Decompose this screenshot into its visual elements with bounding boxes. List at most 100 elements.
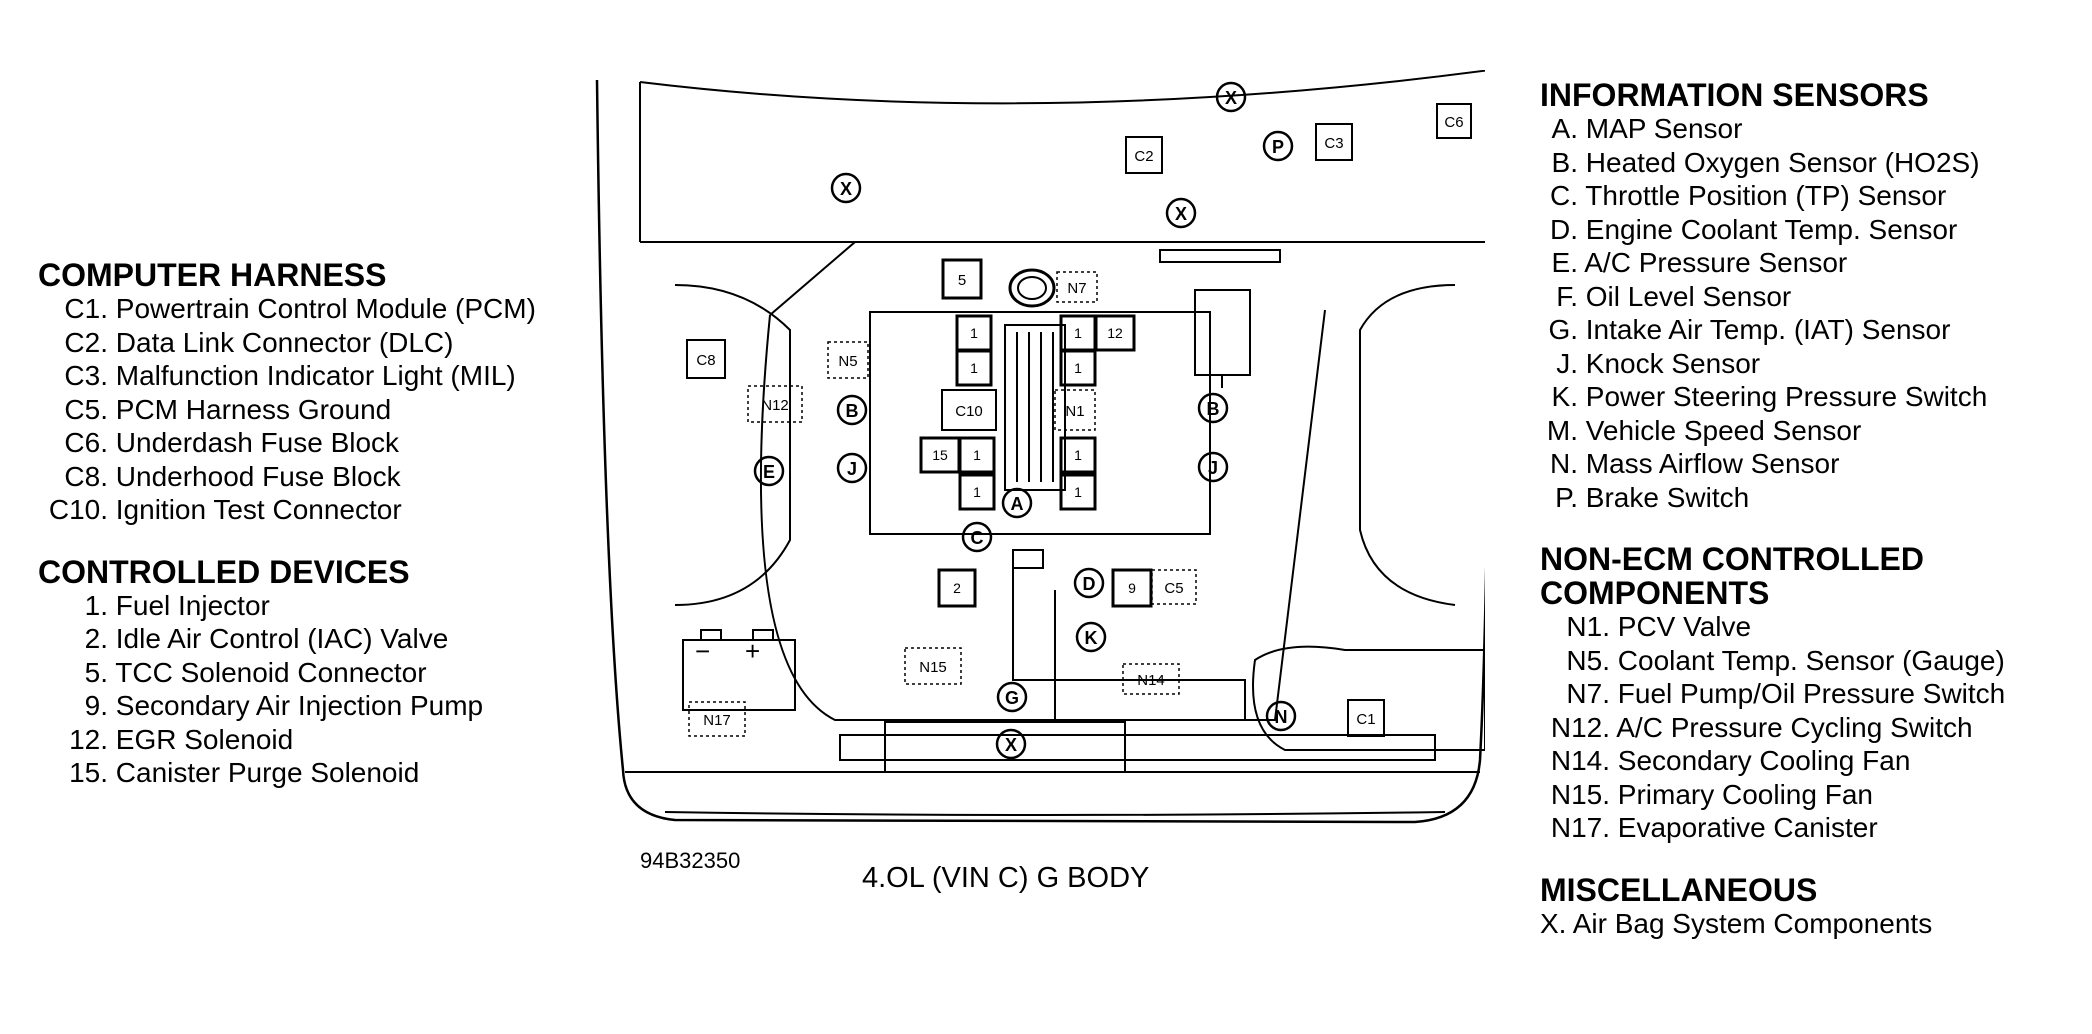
box-n15: N15 [904, 647, 962, 685]
item-label: Oil Level Sensor [1585, 280, 1792, 312]
item-label: Secondary Air Injection Pump [115, 690, 484, 721]
svg-text:C: C [971, 528, 984, 548]
item-code: X. [1540, 907, 1567, 939]
svg-text:D: D [1083, 574, 1096, 594]
item-code: F. [1556, 280, 1578, 312]
air-bag-x-1: X [1215, 81, 1247, 113]
item-label: A/C Pressure Sensor [1584, 247, 1848, 278]
intake-manifold [1004, 324, 1066, 491]
maf-housing [1252, 645, 1485, 751]
information-sensors-list: A. MAP Sensor B. Heated Oxygen Sensor (H… [1540, 112, 2005, 514]
list-item: C2. Data Link Connector (DLC) [38, 326, 536, 360]
box-c6: C6 [1436, 103, 1472, 139]
tp-sensor-c: C [961, 521, 993, 553]
list-item: C10. Ignition Test Connector [38, 493, 536, 527]
item-label: Idle Air Control (IAC) Valve [115, 623, 449, 654]
svg-text:N17: N17 [703, 712, 731, 729]
svg-text:C2: C2 [1134, 148, 1153, 165]
item-label: EGR Solenoid [115, 723, 294, 755]
list-item: J. Knock Sensor [1540, 347, 2005, 381]
svg-text:1: 1 [973, 447, 981, 463]
right-legend: INFORMATION SENSORS A. MAP Sensor B. Hea… [1540, 78, 2005, 940]
item-code: N14. [1550, 745, 1610, 776]
item-code: A. [1551, 113, 1578, 144]
svg-text:N: N [1275, 707, 1288, 727]
item-code: N12. [1550, 711, 1610, 743]
list-item: 12. EGR Solenoid [38, 723, 536, 757]
item-code: C3. [64, 360, 108, 391]
item-label: Intake Air Temp. (IAT) Sensor [1585, 314, 1951, 345]
item-label: Powertrain Control Module (PCM) [115, 293, 536, 324]
list-item: P. Brake Switch [1540, 481, 2005, 515]
box-12: 12 [1094, 314, 1136, 352]
svg-text:J: J [1208, 458, 1218, 478]
brake-switch-p: P [1262, 130, 1294, 162]
battery-terminal [700, 629, 722, 641]
box-n14: N14 [1122, 663, 1180, 695]
item-label: Heated Oxygen Sensor (HO2S) [1585, 146, 1980, 178]
item-label: Evaporative Canister [1617, 812, 1878, 843]
item-code: C2. [64, 326, 108, 358]
item-label: A/C Pressure Cycling Switch [1616, 711, 1973, 743]
list-item: C5. PCM Harness Ground [38, 393, 536, 427]
list-item: C. Throttle Position (TP) Sensor [1540, 179, 2005, 213]
box-c1: C1 [1347, 699, 1385, 737]
box-n12: N12 [747, 385, 803, 423]
svg-text:C8: C8 [696, 352, 715, 369]
box-n17: N17 [688, 701, 746, 737]
battery [682, 639, 796, 711]
air-bag-x-3: X [1165, 197, 1197, 229]
svg-text:N7: N7 [1067, 280, 1086, 297]
item-label: PCM Harness Ground [115, 393, 392, 425]
item-label: Air Bag System Components [1572, 907, 1933, 939]
item-label: Engine Coolant Temp. Sensor [1585, 213, 1958, 245]
svg-text:1: 1 [970, 325, 978, 341]
engine-compartment-diagram: − + X X X X P B B E J J A C D K G N C2 C… [595, 70, 1485, 824]
item-label: Power Steering Pressure Switch [1585, 381, 1988, 412]
item-code: 5. [84, 656, 108, 688]
box-n5: N5 [827, 341, 869, 379]
item-code: N17. [1550, 812, 1610, 843]
engine-block [869, 311, 1211, 535]
air-bag-x-4: X [995, 728, 1027, 760]
box-1e: 1 [958, 436, 996, 474]
list-item: C6. Underdash Fuse Block [38, 426, 536, 460]
engine-top [769, 241, 955, 316]
item-label: MAP Sensor [1585, 113, 1743, 144]
svg-text:1: 1 [970, 360, 978, 376]
box-c5: C5 [1151, 569, 1197, 605]
svg-text:P: P [1272, 137, 1284, 157]
list-item: N17. Evaporative Canister [1540, 811, 2005, 845]
svg-text:N12: N12 [761, 397, 789, 414]
list-item: 2. Idle Air Control (IAC) Valve [38, 622, 536, 656]
svg-text:X: X [1005, 735, 1017, 755]
item-label: Vehicle Speed Sensor [1585, 414, 1862, 446]
svg-text:A: A [1011, 494, 1024, 514]
controlled-devices-list: 1. Fuel Injector 2. Idle Air Control (IA… [38, 589, 536, 790]
battery-plus-sign: + [745, 636, 760, 666]
list-item: B. Heated Oxygen Sensor (HO2S) [1540, 146, 2005, 180]
svg-text:E: E [763, 462, 775, 482]
box-15: 15 [919, 436, 961, 474]
svg-text:1: 1 [1074, 325, 1082, 341]
svg-text:N5: N5 [838, 353, 857, 370]
item-label: Fuel Pump/Oil Pressure Switch [1617, 678, 2006, 709]
svg-text:C6: C6 [1444, 114, 1463, 131]
svg-text:12: 12 [1107, 325, 1123, 341]
box-9: 9 [1111, 568, 1153, 608]
item-label: PCV Valve [1617, 611, 1752, 642]
svg-text:N1: N1 [1065, 403, 1084, 420]
list-item: 1. Fuel Injector [38, 589, 536, 623]
item-code: E. [1551, 247, 1578, 278]
svg-text:2: 2 [953, 580, 961, 596]
box-2: 2 [937, 568, 977, 608]
svg-text:G: G [1005, 688, 1019, 708]
svg-text:N15: N15 [919, 659, 947, 676]
non-ecm-section: NON-ECM CONTROLLED COMPONENTS N1. PCV Va… [1540, 542, 2005, 845]
svg-text:X: X [1225, 88, 1237, 108]
air-bag-x-2: X [830, 172, 862, 204]
list-item: C3. Malfunction Indicator Light (MIL) [38, 359, 536, 393]
list-item: 5. TCC Solenoid Connector [38, 656, 536, 690]
list-item: N5. Coolant Temp. Sensor (Gauge) [1540, 644, 2005, 678]
item-label: Mass Airflow Sensor [1585, 448, 1840, 479]
